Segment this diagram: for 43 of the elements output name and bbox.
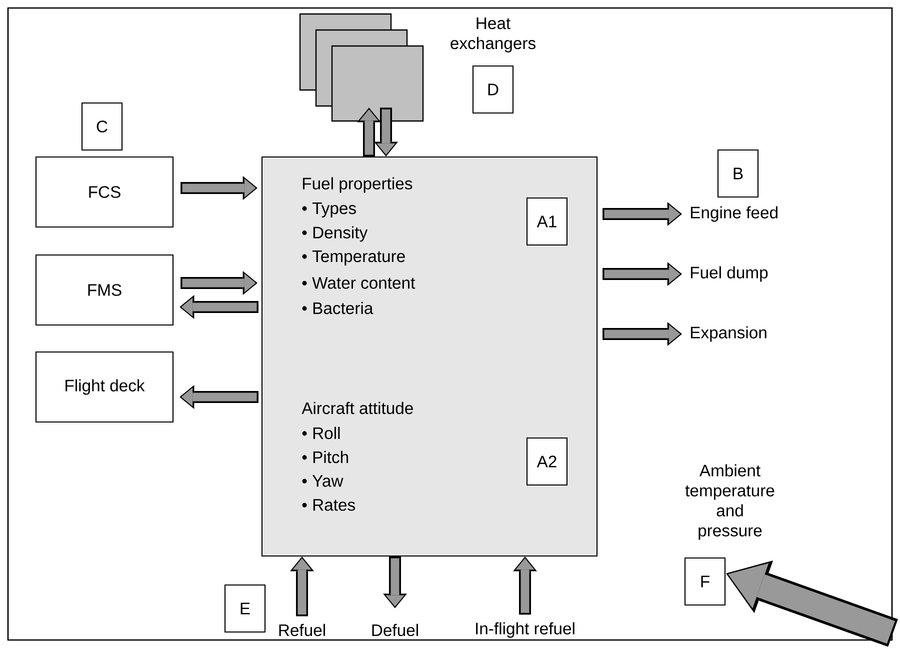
bullet-item: • Rates: [302, 499, 355, 511]
bullet-item: • Yaw: [302, 475, 344, 487]
bullet-item: • Temperature: [302, 250, 405, 266]
block-arrow: [374, 108, 398, 156]
label: Heat exchangers: [450, 18, 536, 52]
block-arrow: [180, 295, 258, 319]
input-label: In-flight refuel: [476, 622, 574, 638]
process-box: Flight deck: [35, 351, 174, 423]
output-label: Expansion: [690, 326, 766, 342]
letter-box: A1: [526, 197, 568, 246]
letter-box: F: [684, 557, 726, 606]
bullet-item: • Density: [302, 226, 368, 242]
output-label: Engine feed: [690, 206, 778, 222]
heading: Aircraft attitude: [302, 402, 413, 414]
block-arrow: [290, 556, 314, 616]
block-arrow: [602, 322, 682, 346]
input-label: Defuel: [372, 624, 418, 636]
bullet-item: • Roll: [302, 426, 340, 440]
block-arrow: [180, 271, 258, 295]
block-arrow: [180, 385, 258, 409]
ambient-label: Ambient temperature and pressure: [685, 464, 774, 540]
letter-box: B: [717, 149, 759, 198]
bullet-item: • Pitch: [302, 450, 348, 464]
letter-box: C: [81, 102, 123, 151]
block-arrow: [602, 202, 682, 226]
input-label: Refuel: [279, 624, 325, 636]
heading: Fuel properties: [302, 177, 412, 193]
bullet-item: • Bacteria: [302, 302, 374, 314]
heat-exchanger-drawing: [299, 13, 424, 122]
block-arrow: [357, 108, 381, 156]
block-arrow: [513, 556, 537, 615]
letter-box: E: [224, 584, 266, 633]
process-box: FMS: [35, 254, 174, 326]
block-arrow: [383, 556, 407, 608]
process-box: FCS: [35, 156, 174, 228]
letter-box: A2: [526, 437, 568, 486]
letter-box: D: [472, 65, 514, 114]
block-arrow: [602, 262, 682, 286]
output-label: Fuel dump: [690, 266, 768, 282]
block-arrow: [726, 560, 898, 647]
block-arrow: [180, 176, 258, 200]
bullet-item: • Types: [302, 202, 356, 218]
bullet-item: • Water content: [302, 277, 416, 289]
